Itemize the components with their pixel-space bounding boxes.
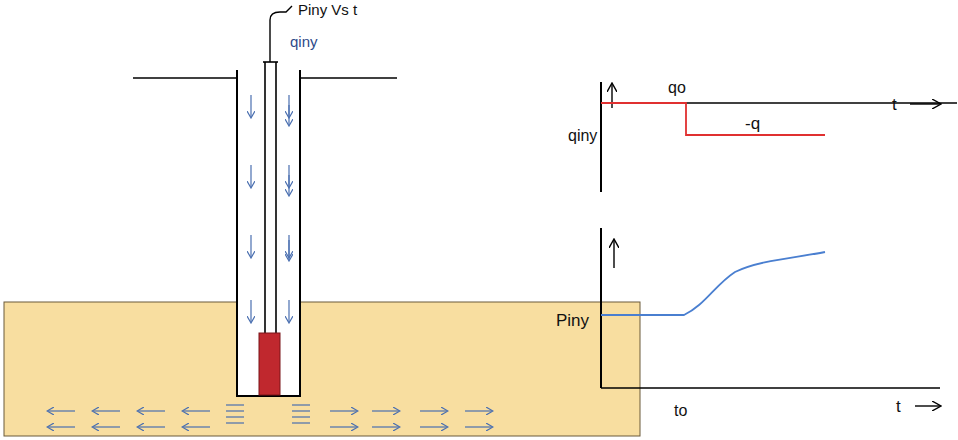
flow-arrow <box>250 235 251 257</box>
flow-arrow <box>250 300 251 322</box>
flow-arrow <box>372 426 399 427</box>
initial-rate: qo <box>668 80 686 96</box>
flow-arrow <box>93 426 120 427</box>
flow-arrow <box>183 410 210 411</box>
flow-arrow <box>138 410 165 411</box>
flow-arrow <box>288 300 289 322</box>
flow-arrow <box>288 105 289 125</box>
flow-arrow <box>183 426 210 427</box>
flow-arrow <box>372 410 399 411</box>
pressure-curve <box>601 252 825 315</box>
axis-label: qiny <box>568 128 597 144</box>
flow-arrow <box>48 426 75 427</box>
axis <box>600 82 602 192</box>
flow-arrow <box>288 240 289 260</box>
axis <box>601 387 940 389</box>
flow-arrow <box>138 426 165 427</box>
pressure-gauge <box>259 333 280 395</box>
flow-arrow <box>465 426 492 427</box>
flow-arrow <box>465 410 492 411</box>
formation <box>4 302 640 436</box>
injection-rate: -q <box>745 115 760 132</box>
axis-label: Piny <box>556 312 589 329</box>
rate-label: qiny <box>290 34 318 49</box>
flow-arrow <box>330 426 357 427</box>
flow-arrow <box>420 426 447 427</box>
pressure-label: Piny Vs t <box>298 2 357 17</box>
axis-label: t <box>896 398 901 415</box>
time-label: to <box>674 403 687 419</box>
casing <box>237 70 300 396</box>
flow-arrow <box>250 165 251 187</box>
flow-arrow <box>48 410 75 411</box>
flow-arrow <box>288 175 289 195</box>
axis-label: t <box>892 96 897 113</box>
flow-arrow <box>250 95 251 117</box>
flow-arrow <box>420 410 447 411</box>
axis <box>600 228 602 388</box>
flow-arrow <box>93 410 120 411</box>
flow-arrow <box>330 410 357 411</box>
cable <box>270 6 292 62</box>
rate-curve <box>601 103 825 135</box>
